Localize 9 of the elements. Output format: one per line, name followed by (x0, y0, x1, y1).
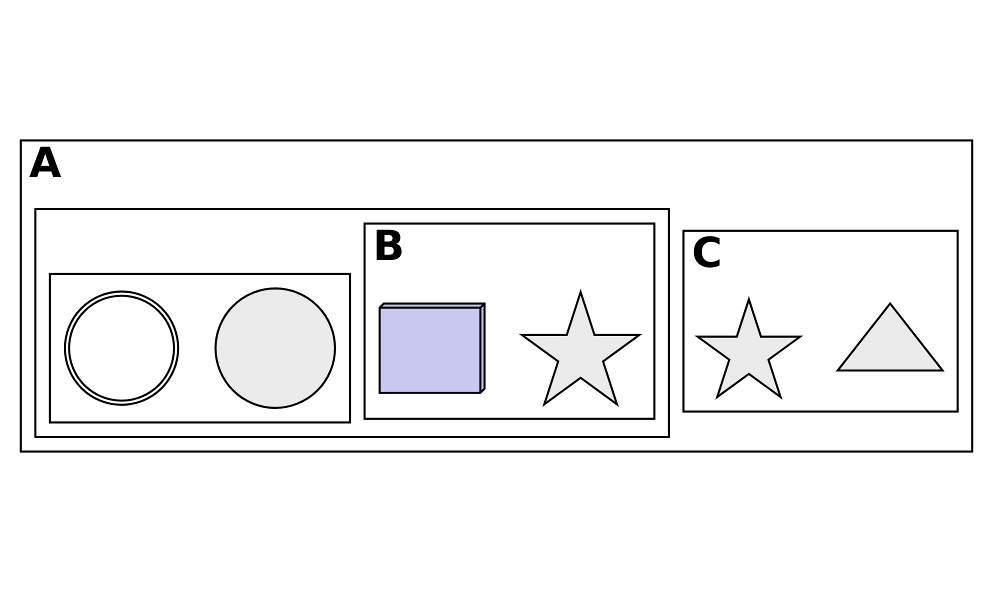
node-star (518, 288, 643, 407)
cluster (48, 272, 352, 424)
node-circle (214, 287, 336, 409)
node-triangle (836, 302, 945, 372)
node-spiral (64, 290, 180, 406)
cluster: B (364, 222, 656, 420)
cluster (34, 208, 670, 438)
node-starburst (694, 296, 804, 400)
cluster: C (682, 230, 959, 413)
